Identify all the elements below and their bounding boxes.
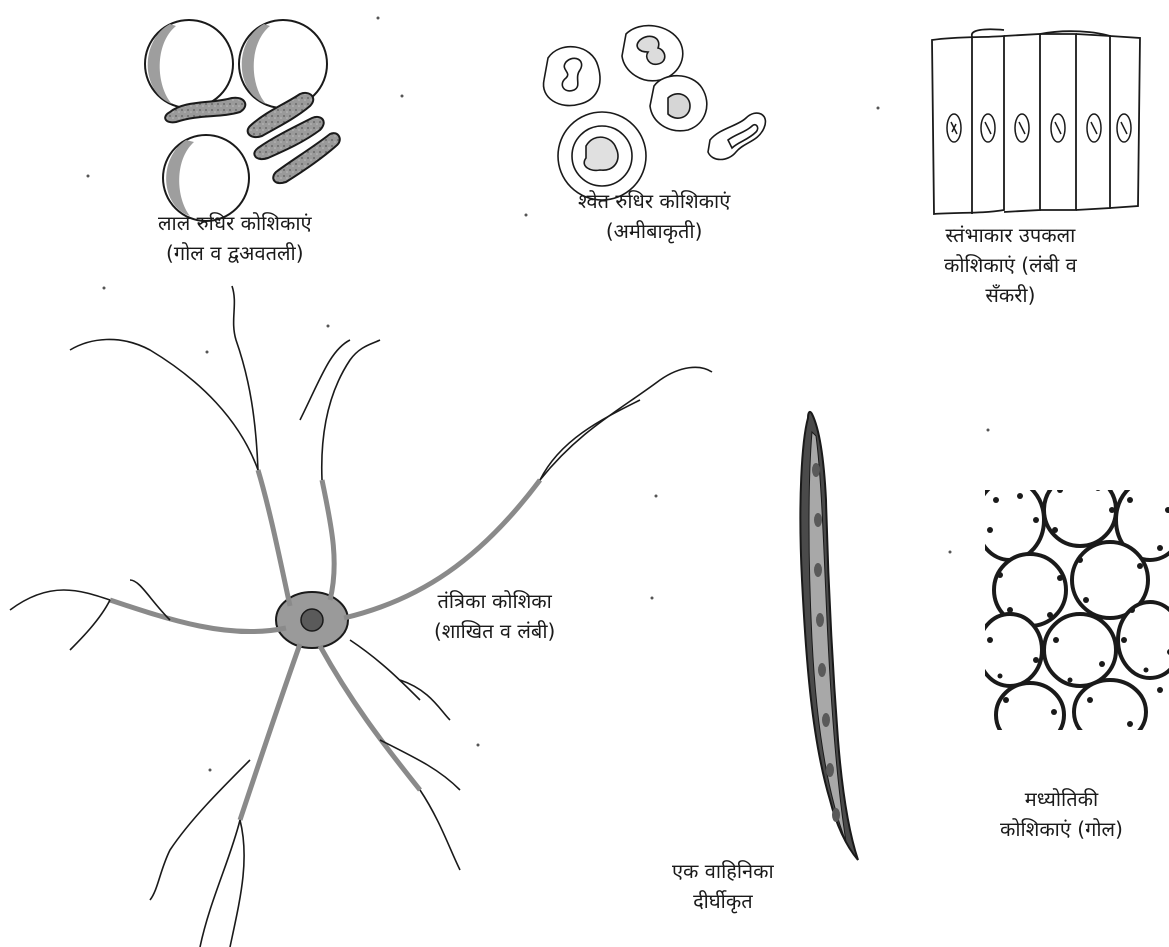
label-vessel: एक वाहिनिका दीर्घीकृत: [672, 856, 774, 916]
label-columnar-line2: कोशिकाएं (लंबी व: [944, 250, 1077, 280]
label-vessel-line2: दीर्घीकृत: [672, 886, 774, 916]
label-columnar-line3: सँकरी): [944, 280, 1077, 310]
vessel-element: [800, 412, 858, 860]
label-rbc-line1: लाल रुधिर कोशिकाएं: [158, 208, 312, 238]
nerve-cell: [10, 286, 712, 947]
label-nerve-line1: तंत्रिका कोशिका: [434, 586, 555, 616]
wbc-5: [708, 113, 765, 159]
label-red-blood-cells: लाल रुधिर कोशिकाएं (गोल व द्वअवतली): [158, 208, 312, 268]
rbc-disc-1: [145, 20, 233, 108]
wbc-2: [622, 26, 683, 81]
label-columnar-line1: स्तंभाकार उपकला: [944, 220, 1077, 250]
label-wbc-line2: (अमीबाकृती): [578, 216, 730, 246]
label-parenchyma-line1: मध्योतिकी: [1000, 784, 1123, 814]
rbc-disc-2: [239, 20, 327, 108]
parenchyma-cells: [976, 474, 1169, 747]
red-blood-cells: [145, 20, 340, 221]
label-white-blood-cells: श्वेत रुधिर कोशिकाएं (अमीबाकृती): [578, 186, 730, 246]
label-columnar-cells: स्तंभाकार उपकला कोशिकाएं (लंबी व सँकरी): [944, 220, 1077, 310]
wbc-4: [650, 76, 707, 131]
wbc-1: [543, 47, 600, 106]
label-parenchyma-line2: कोशिकाएं (गोल): [1000, 814, 1123, 844]
white-blood-cells: [543, 26, 765, 200]
label-nerve-cell: तंत्रिका कोशिका (शाखित व लंबी): [434, 586, 555, 646]
label-nerve-line2: (शाखित व लंबी): [434, 616, 555, 646]
columnar-epithelial-cells: [932, 29, 1140, 214]
label-vessel-line1: एक वाहिनिका: [672, 856, 774, 886]
label-wbc-line1: श्वेत रुधिर कोशिकाएं: [578, 186, 730, 216]
nerve-cell-nucleus: [301, 609, 323, 631]
label-rbc-line2: (गोल व द्वअवतली): [158, 238, 312, 268]
label-parenchyma: मध्योतिकी कोशिकाएं (गोल): [1000, 784, 1123, 844]
scan-specks: [87, 17, 990, 772]
